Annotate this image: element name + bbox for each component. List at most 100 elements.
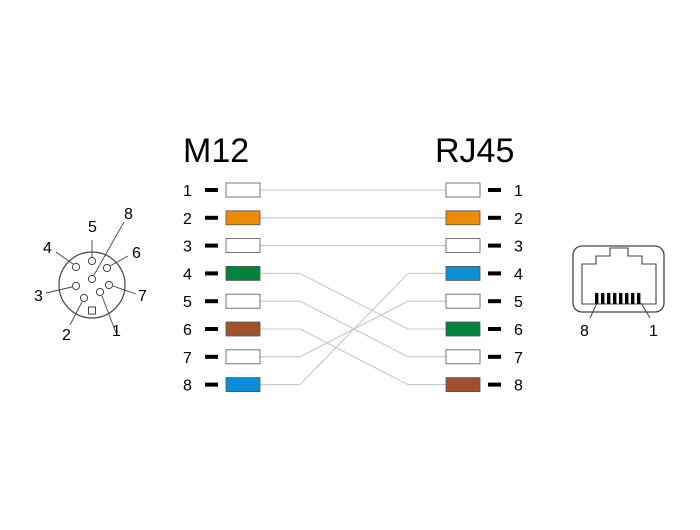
m12-pin-dash bbox=[205, 188, 218, 192]
rj45-socket-outline bbox=[572, 245, 665, 313]
m12-pin-leader bbox=[101, 295, 117, 334]
m12-wire-blue bbox=[225, 377, 261, 393]
rj45-pin-dash bbox=[488, 327, 501, 331]
m12-pin-leader bbox=[93, 221, 125, 276]
m12-pin-hole bbox=[71, 262, 81, 272]
rj45-pin-dash bbox=[488, 354, 501, 359]
rj45-pin-dash bbox=[488, 299, 501, 304]
rj45-wire-white bbox=[445, 293, 481, 309]
m12-pin-leader bbox=[45, 286, 73, 294]
rj45-wire-white bbox=[445, 238, 481, 254]
m12-pin-dash bbox=[205, 299, 218, 304]
m12-face-label: 8 bbox=[124, 206, 133, 223]
m12-face-label: 7 bbox=[138, 288, 147, 305]
rj45-contacts bbox=[595, 293, 641, 304]
m12-pin-leader bbox=[69, 301, 83, 326]
m12-face-label: 5 bbox=[88, 219, 97, 236]
m12-wire-white bbox=[225, 349, 261, 365]
m12-pin-leader bbox=[112, 285, 137, 295]
m12-pin-list: 1 2 3 4 5 6 7 8 bbox=[183, 182, 261, 395]
m12-pin-hole bbox=[104, 280, 114, 290]
rj45-pin-number: 4 bbox=[514, 266, 523, 283]
rj45-wire-white bbox=[445, 349, 481, 365]
m12-pin-dash bbox=[205, 382, 218, 387]
rj45-wire-white bbox=[445, 182, 481, 198]
rj45-pin-number: 3 bbox=[514, 239, 523, 256]
rj45-title: RJ45 bbox=[435, 132, 514, 170]
m12-pin-leader bbox=[55, 251, 74, 265]
rj45-leader-8 bbox=[589, 302, 598, 319]
rj45-contact bbox=[607, 293, 611, 304]
rj45-pin-dash bbox=[488, 215, 501, 220]
rj45-leader-1 bbox=[640, 302, 651, 319]
m12-pin-number: 7 bbox=[183, 350, 192, 367]
rj45-contact bbox=[625, 293, 629, 304]
m12-pin-number: 4 bbox=[183, 266, 192, 283]
rj45-wire-brown bbox=[445, 377, 481, 393]
m12-pin-number: 2 bbox=[183, 211, 192, 228]
m12-coding-key bbox=[88, 306, 96, 315]
m12-wire-white bbox=[225, 293, 261, 309]
m12-wire-brown bbox=[225, 321, 261, 337]
rj45-socket-label-8: 8 bbox=[580, 323, 589, 340]
rj45-socket-label-1: 1 bbox=[649, 323, 658, 340]
wire-6-to-8 bbox=[260, 328, 446, 386]
m12-pin-dash bbox=[205, 271, 218, 276]
rj45-pin-number: 2 bbox=[514, 211, 523, 228]
m12-pin-hole bbox=[79, 293, 89, 303]
rj45-contact bbox=[595, 293, 599, 304]
m12-pin-dash bbox=[205, 327, 218, 331]
rj45-contact bbox=[637, 293, 641, 304]
m12-face-label: 6 bbox=[132, 245, 141, 262]
m12-face-label: 3 bbox=[34, 288, 43, 305]
m12-pin-hole bbox=[102, 263, 112, 273]
m12-title: M12 bbox=[183, 132, 249, 170]
rj45-wire-green bbox=[445, 321, 481, 337]
m12-pin-holes: 1 2 3 4 5 6 7 8 bbox=[34, 206, 147, 344]
rj45-wire-blue bbox=[445, 265, 481, 281]
rj45-contact bbox=[619, 293, 623, 304]
m12-pin-number: 3 bbox=[183, 239, 192, 256]
rj45-pin-number: 6 bbox=[514, 322, 523, 339]
m12-wire-orange bbox=[225, 210, 261, 226]
m12-pin-leader bbox=[109, 255, 129, 267]
rj45-wire-orange bbox=[445, 210, 481, 226]
m12-pin-hole bbox=[87, 274, 97, 284]
m12-face-label: 2 bbox=[62, 327, 71, 344]
rj45-pin-dash bbox=[488, 188, 501, 192]
rj45-pin-dash bbox=[488, 382, 501, 387]
wire-8-to-4 bbox=[260, 272, 446, 386]
rj45-contact bbox=[613, 293, 617, 304]
m12-wire-white bbox=[225, 238, 261, 254]
m12-connector-face: 1 2 3 4 5 6 7 8 bbox=[34, 206, 147, 344]
wire-4-to-6 bbox=[260, 272, 446, 330]
m12-pin-hole bbox=[95, 287, 105, 297]
m12-pin-number: 5 bbox=[183, 294, 192, 311]
m12-pin-hole bbox=[87, 256, 97, 266]
rj45-pin-number: 8 bbox=[514, 378, 523, 395]
rj45-pin-number: 5 bbox=[514, 294, 523, 311]
rj45-pin-number: 1 bbox=[514, 183, 523, 200]
m12-pin-number: 1 bbox=[183, 183, 192, 200]
m12-pin-number: 8 bbox=[183, 378, 192, 395]
m12-face-label: 1 bbox=[112, 323, 121, 340]
rj45-contact bbox=[631, 293, 635, 304]
m12-wire-white bbox=[225, 182, 261, 198]
wire-group bbox=[260, 189, 446, 386]
rj45-pin-dash bbox=[488, 271, 501, 276]
m12-pin-dash bbox=[205, 354, 218, 359]
rj45-socket-cavity bbox=[581, 247, 657, 305]
rj45-contact bbox=[601, 293, 605, 304]
m12-pin-dash bbox=[205, 243, 218, 248]
rj45-pin-dash bbox=[488, 243, 501, 248]
rj45-pin-list: 1 2 3 4 5 6 7 8 bbox=[445, 182, 523, 395]
m12-pin-number: 6 bbox=[183, 322, 192, 339]
m12-wire-green bbox=[225, 265, 261, 281]
m12-pin-dash bbox=[205, 215, 218, 220]
m12-face-label: 4 bbox=[43, 240, 52, 257]
m12-pin-hole bbox=[71, 281, 81, 291]
rj45-socket-face: 8 1 bbox=[572, 245, 665, 340]
rj45-pin-number: 7 bbox=[514, 350, 523, 367]
